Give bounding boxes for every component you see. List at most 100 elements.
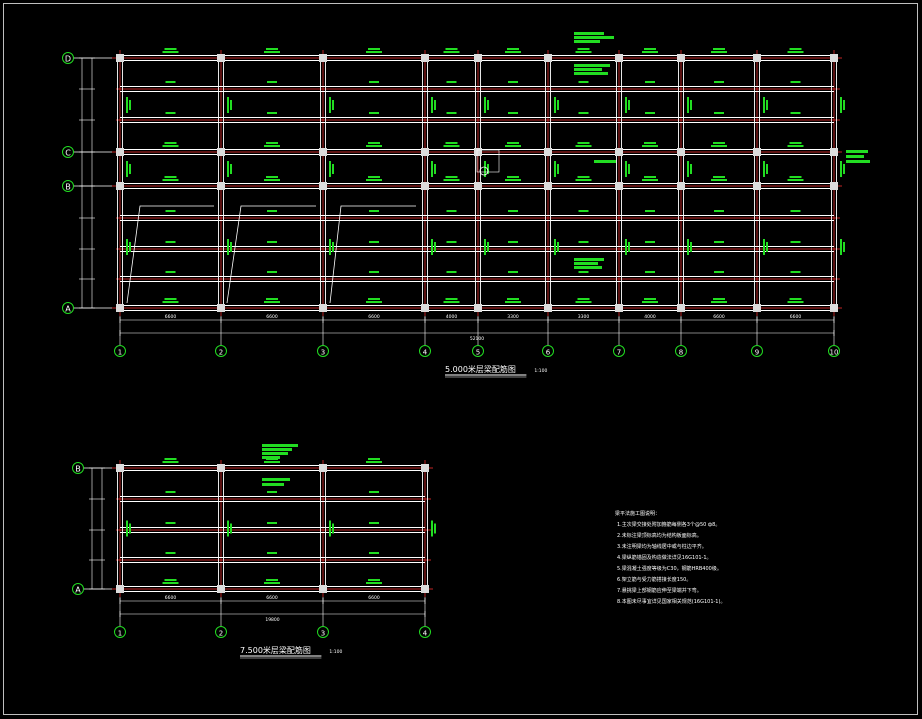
plan_top-beam-label [711,145,727,147]
notes-line: 3.未注明梁均为轴线居中或与柱边平齐。 [617,543,707,550]
plan_top-beam-label [162,51,179,53]
plan_bottom-column [421,464,429,472]
plan_top-col-beam-label [687,161,689,177]
plan_top-beam-label [267,81,277,83]
plan_top-column [116,54,124,62]
plan_top-column [544,304,552,312]
plan_top-beam-label [508,241,518,243]
plan_top-col-beam-label [625,239,627,255]
plan_top-col-beam-label [484,239,486,255]
plan_top-beam-label [165,210,176,212]
plan_bottom-column [319,464,327,472]
plan_top-beam-label [644,48,656,50]
plan_bottom-axis-bubble [317,626,329,638]
plan_top-beam-label [446,271,457,273]
plan_top-column [677,304,685,312]
plan_top-column [217,148,225,156]
plan_top-axis-label-D: D [65,55,71,64]
plan_top-beam-label [790,241,801,243]
plan_top-callout [574,262,598,265]
plan_bottom-axis-label-4: 4 [423,630,428,638]
plan_bottom-beam-label [165,552,176,554]
plan_top-beam-label [714,81,724,83]
plan_top-col-beam-label [628,164,630,174]
plan_top-col-beam-label [431,239,433,255]
plan_bottom-column [217,464,225,472]
plan_top-column [544,182,552,190]
plan_top-bay-dim: 6600 [790,314,802,320]
plan_top-column [474,148,482,156]
plan_top-beam-label [507,298,519,300]
plan_top-callout [574,72,608,75]
plan_top-beam-label [366,301,382,303]
plan_top-col-beam-label [763,97,765,113]
plan_bottom-beam-label [264,582,280,584]
plan_bottom-callout [262,444,298,447]
plan_top-col-beam-label [230,164,232,174]
plan_top-axis-bubble [62,146,74,158]
plan_top-axis-label-6: 6 [546,349,551,357]
plan_top-beam-label [642,145,658,147]
plan_top-beam-label [790,112,801,114]
plan_top-col-beam-label [230,100,232,110]
plan_top-col-beam-label [434,164,436,174]
plan_top-beam-label [508,81,518,83]
plan_bottom-beam-label [369,552,379,554]
plan_top-beam-label [642,301,658,303]
plan_top-axis-label-7: 7 [617,349,621,357]
plan_top-axis-bubble [472,345,484,357]
plan_bottom-bay-dim: 6600 [368,595,380,601]
plan_bottom-column [319,585,327,593]
plan_top-beam-label [267,271,277,273]
plan_top-col-beam-label [554,97,556,113]
plan_bottom-beam-label [368,579,380,581]
plan_top-beam-label [789,298,802,300]
plan_top-beam-label [644,142,656,144]
plan_top-beam-label [162,179,179,181]
plan_top-beam-label [445,48,458,50]
plan_top-beam-label [266,298,278,300]
plan_top-axis-bubble [317,345,329,357]
plan_top-col-beam-label [843,164,845,174]
plan_top-beam-label [508,271,518,273]
plan_bottom-beam-label [267,552,277,554]
plan_top-beam-label [368,298,380,300]
plan_top-beam-label [575,51,592,53]
plan_top-beam-label [445,298,458,300]
plan_top-beam-label [577,48,590,50]
plan_top-axis-label-8: 8 [679,349,683,357]
plan_top-beam-label [577,298,590,300]
plan_bottom-axis-label-A: A [75,586,81,595]
plan_top-callout [574,68,602,71]
plan_top-beam-label [711,51,727,53]
plan_top-beam-label [645,271,655,273]
plan_top-beam-label [264,301,280,303]
plan_top-beam-label [644,176,656,178]
plan_top-beam-label [645,241,655,243]
plan_top-col-beam-label [554,161,556,177]
plan_top-beam-label [578,81,589,83]
plan_top-column [217,54,225,62]
plan_bottom-col-beam-label [230,523,232,534]
plan_top-beam-label [267,241,277,243]
plan_top-beam-label [368,142,380,144]
plan_bottom-column [116,585,124,593]
plan_top-col-beam-label [628,242,630,252]
plan_bottom-axis-bubble [72,583,84,595]
plan_top-bay-dim: 6600 [165,314,177,320]
plan_bottom-beam-label [267,522,277,524]
plan_bottom-callout [262,456,280,459]
plan_top-beam-label [162,145,179,147]
plan_top-column [753,182,761,190]
notes-line: 8.本图未尽事宜详见国家相关规范(16G101-1)。 [617,598,725,605]
plan_top-column [830,304,838,312]
plan_top-beam-label [578,210,589,212]
plan_top-column [830,54,838,62]
plan_bottom-column [116,464,124,472]
plan_top-column [830,182,838,190]
plan_top-column [319,304,327,312]
plan_top-beam-label [789,176,802,178]
notes-line: 2.未标注梁顶标高均为结构板面标高。 [617,532,702,539]
plan_bottom-col-beam-label [332,523,334,534]
plan_bottom-axis-label-1: 1 [118,630,122,638]
